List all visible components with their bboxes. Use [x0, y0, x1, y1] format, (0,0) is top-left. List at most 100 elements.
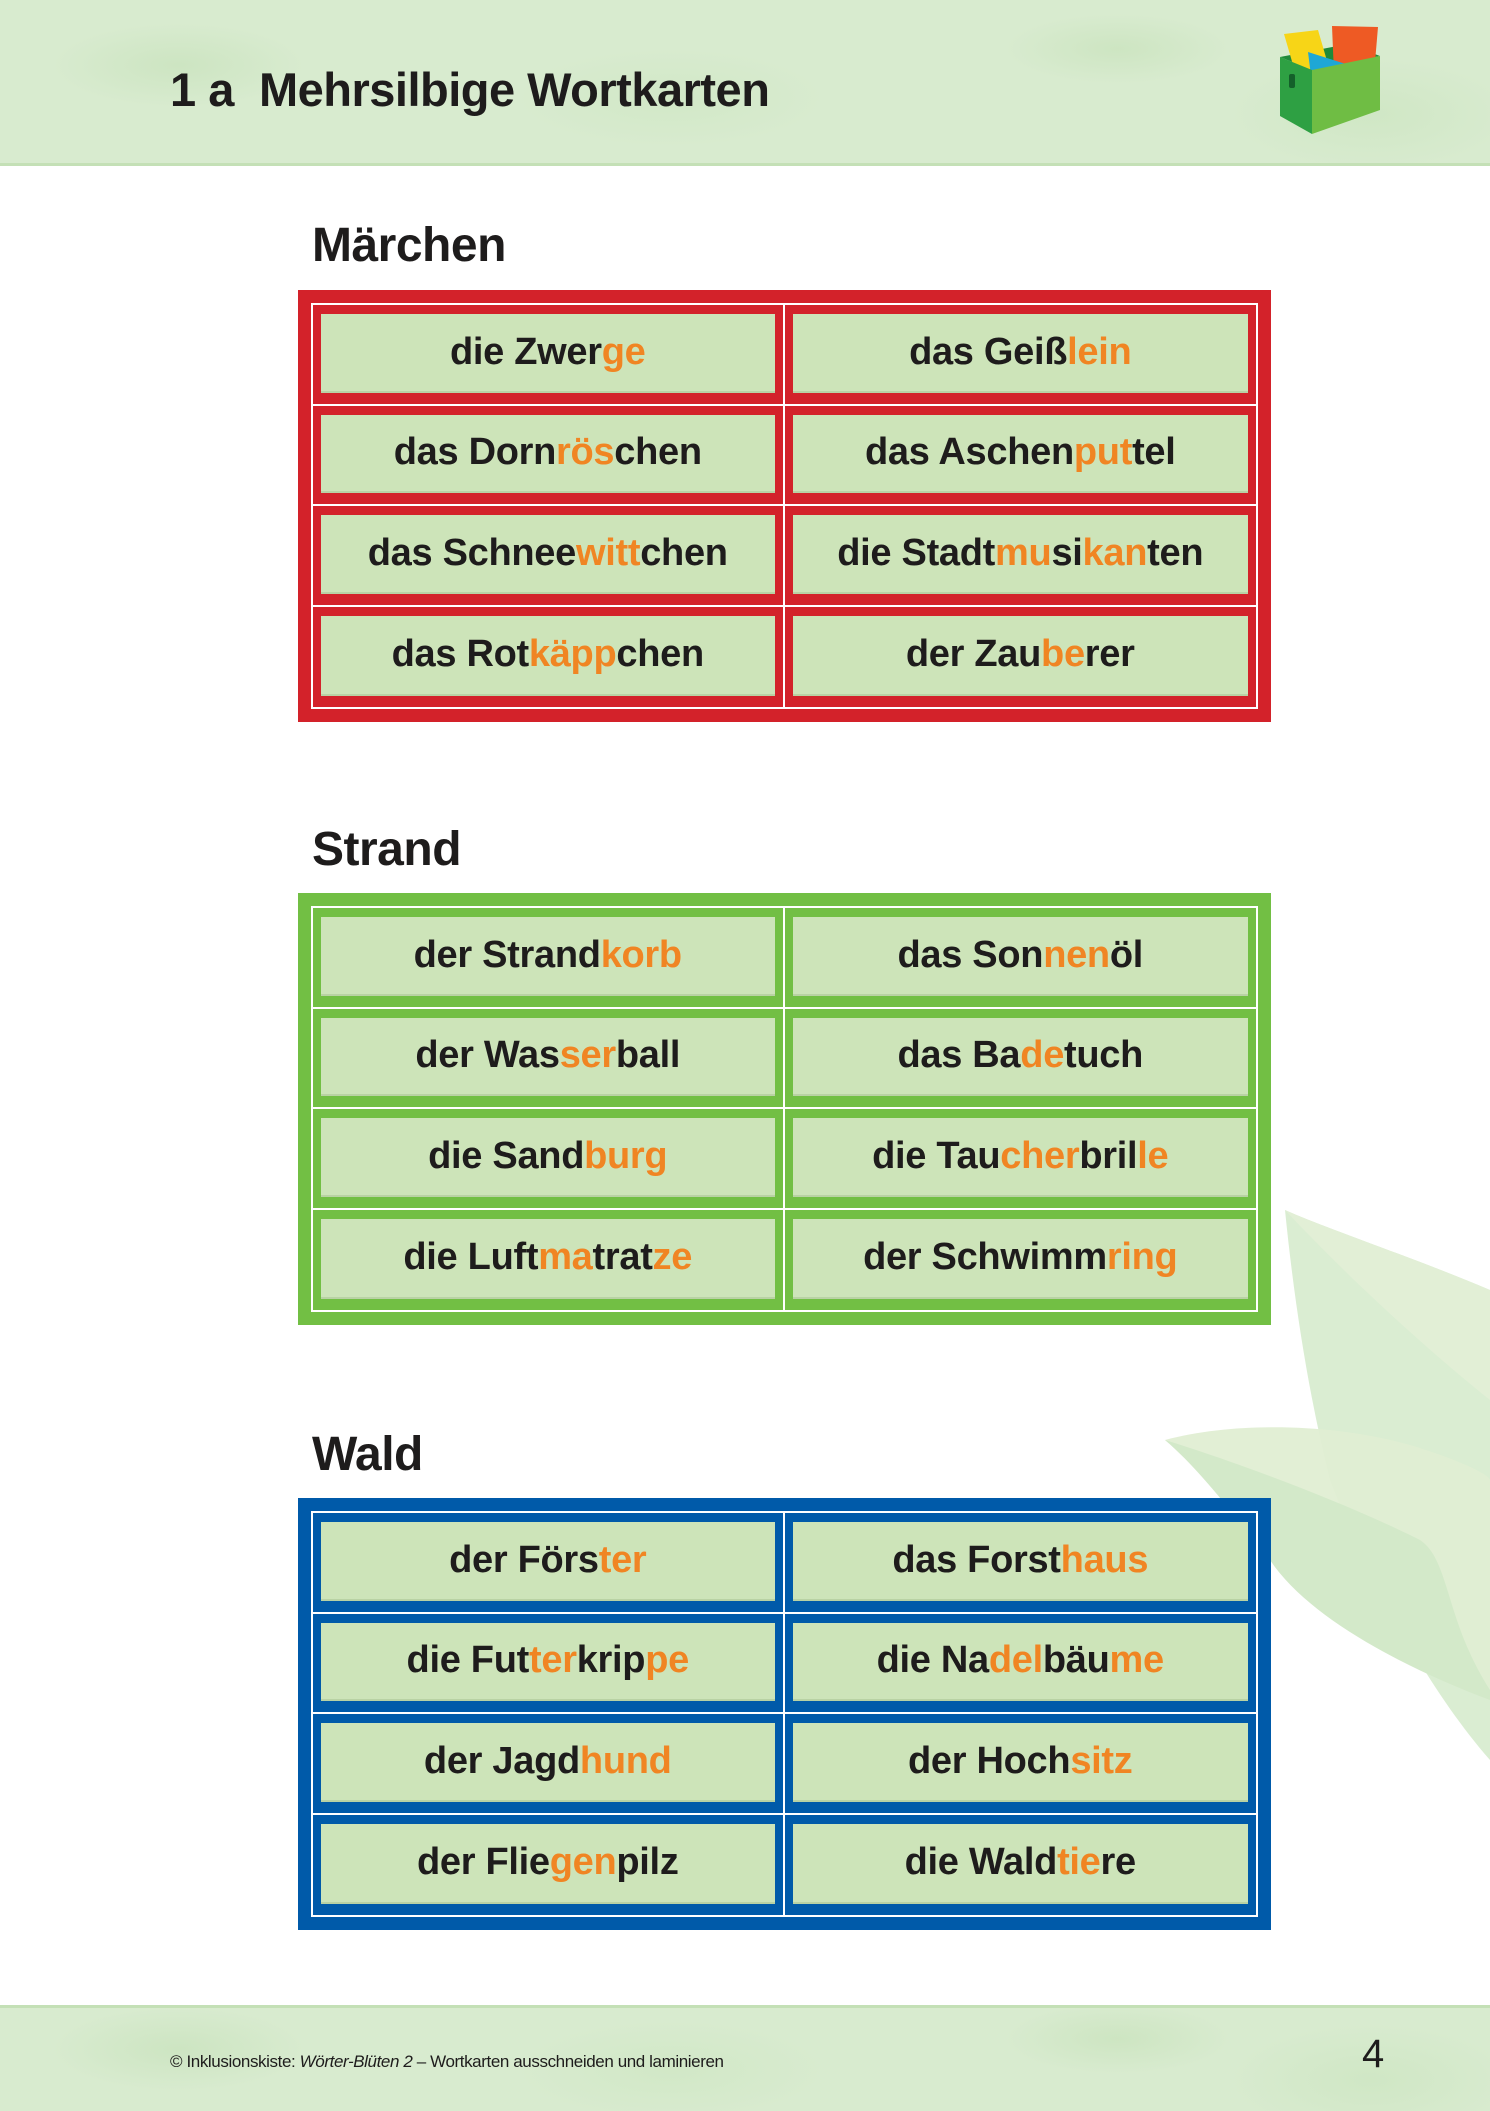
highlighted-syllable: hund [579, 1739, 672, 1782]
word-part: die Na [876, 1639, 990, 1682]
word-part: der Zau [905, 633, 1042, 676]
word-part: tel [1132, 431, 1176, 474]
book-title: Wörter-Blüten 2 [299, 2052, 413, 2071]
word-part: das Schnee [367, 531, 577, 574]
card-box-icon [1280, 26, 1380, 134]
word-part: chen [614, 431, 702, 474]
word-part: krip [576, 1639, 646, 1682]
word-part: re [1100, 1841, 1137, 1884]
highlighted-syllable: haus [1060, 1538, 1149, 1581]
footer-copyright: © Inklusionskiste: Wörter-Blüten 2 – Wor… [170, 2052, 724, 2072]
page-number: 4 [1362, 2032, 1385, 2076]
word-part: die Fut [406, 1639, 530, 1682]
word-part: die Sand [428, 1134, 585, 1177]
highlighted-syllable: del [988, 1639, 1043, 1682]
highlighted-syllable: sitz [1070, 1739, 1133, 1782]
word-part: chen [616, 633, 704, 676]
word-part: bäu [1042, 1639, 1110, 1682]
highlighted-syllable: nen [1043, 933, 1110, 976]
copyright-prefix: © Inklusionskiste: [170, 2052, 300, 2071]
word-part: rer [1084, 633, 1135, 676]
highlighted-syllable: lein [1067, 330, 1132, 373]
highlighted-syllable: ser [559, 1034, 616, 1077]
word-part: der Förs [449, 1538, 599, 1581]
word-part: öl [1109, 933, 1144, 976]
highlighted-syllable: käpp [528, 633, 617, 676]
word-part: das Son [897, 933, 1044, 976]
page-title: 1 a Mehrsilbige Wortkarten [170, 63, 770, 116]
highlighted-syllable: witt [575, 531, 641, 574]
highlighted-syllable: mu [995, 531, 1052, 574]
word-part: die Tau [872, 1134, 1001, 1177]
highlighted-syllable: pe [645, 1639, 689, 1682]
footer-band [0, 2005, 1490, 2111]
highlighted-syllable: korb [600, 933, 682, 976]
word-part: die Luft [403, 1236, 539, 1279]
word-part: der Hoch [908, 1739, 1071, 1782]
word-part: das Dorn [393, 431, 557, 474]
word-part: chen [640, 531, 728, 574]
word-part: die Wald [904, 1841, 1058, 1884]
highlighted-syllable: de [1020, 1034, 1065, 1077]
highlighted-syllable: gen [549, 1841, 617, 1884]
highlighted-syllable: rös [556, 431, 615, 474]
highlighted-syllable: cher [1000, 1134, 1080, 1177]
word-part: ten [1147, 531, 1204, 574]
section-title-maerchen: Märchen [312, 219, 506, 272]
section-title-strand: Strand [312, 823, 462, 876]
header-band [0, 0, 1490, 166]
highlighted-syllable: le [1137, 1134, 1169, 1177]
word-part: pilz [616, 1841, 679, 1884]
highlighted-syllable: be [1041, 633, 1085, 676]
highlighted-syllable: kan [1082, 531, 1148, 574]
word-part: das Aschen [864, 431, 1074, 474]
word-part: der Schwimm [863, 1236, 1107, 1279]
word-part: das Geiß [909, 330, 1068, 373]
word-part: der Flie [416, 1841, 550, 1884]
highlighted-syllable: put [1073, 431, 1133, 474]
highlighted-syllable: ma [538, 1236, 593, 1279]
highlighted-syllable: me [1109, 1639, 1165, 1682]
word-part: der Jagd [423, 1739, 580, 1782]
word-part: das Ba [897, 1034, 1021, 1077]
copyright-suffix: – Wortkarten ausschneiden und laminieren [412, 2052, 724, 2071]
word-part: der Strand [413, 933, 601, 976]
word-part: bril [1079, 1134, 1138, 1177]
highlighted-syllable: ze [652, 1236, 693, 1279]
word-part: tuch [1064, 1034, 1144, 1077]
word-part: trat [592, 1236, 653, 1279]
word-part: das Forst [892, 1538, 1061, 1581]
section-title-wald: Wald [312, 1428, 423, 1481]
word-part: der Was [415, 1034, 560, 1077]
